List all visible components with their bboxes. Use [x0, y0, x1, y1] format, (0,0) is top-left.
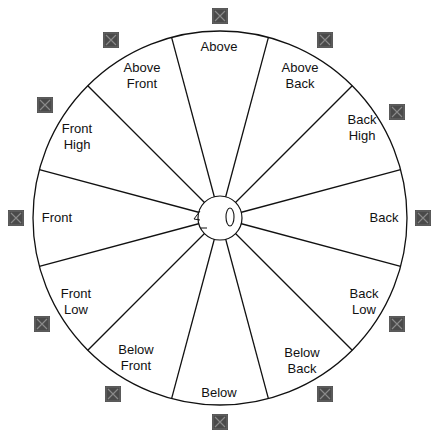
speaker-icon: [212, 414, 228, 430]
sector-label: Above: [184, 39, 254, 55]
speaker-icons: [8, 8, 431, 430]
sector-label: Back: [354, 210, 414, 226]
speaker-icon: [105, 386, 121, 402]
sector-label: Below Back: [277, 345, 327, 376]
sector-label: Front: [27, 210, 87, 226]
sector-label: Below Front: [111, 342, 161, 373]
speaker-icon: [415, 210, 431, 226]
sector-dividers: [39, 37, 400, 398]
outer-circle: [33, 31, 407, 405]
speaker-icon: [212, 8, 228, 24]
speaker-icon: [37, 97, 53, 113]
speaker-icon: [8, 210, 24, 226]
speaker-icon: [34, 316, 50, 332]
speaker-icon: [389, 104, 405, 120]
sector-label: Below: [184, 385, 254, 401]
sector-label: Front High: [55, 121, 99, 152]
listener-head: [194, 196, 242, 240]
sector-label: Above Front: [116, 60, 168, 91]
speaker-icon: [103, 32, 119, 48]
sector-label: Above Back: [274, 60, 326, 91]
sector-label: Back Low: [342, 286, 386, 317]
speaker-icon: [317, 386, 333, 402]
speaker-icon: [389, 316, 405, 332]
sector-label: Back High: [340, 112, 384, 143]
sector-label: Front Low: [54, 286, 98, 317]
speaker-icon: [317, 32, 333, 48]
